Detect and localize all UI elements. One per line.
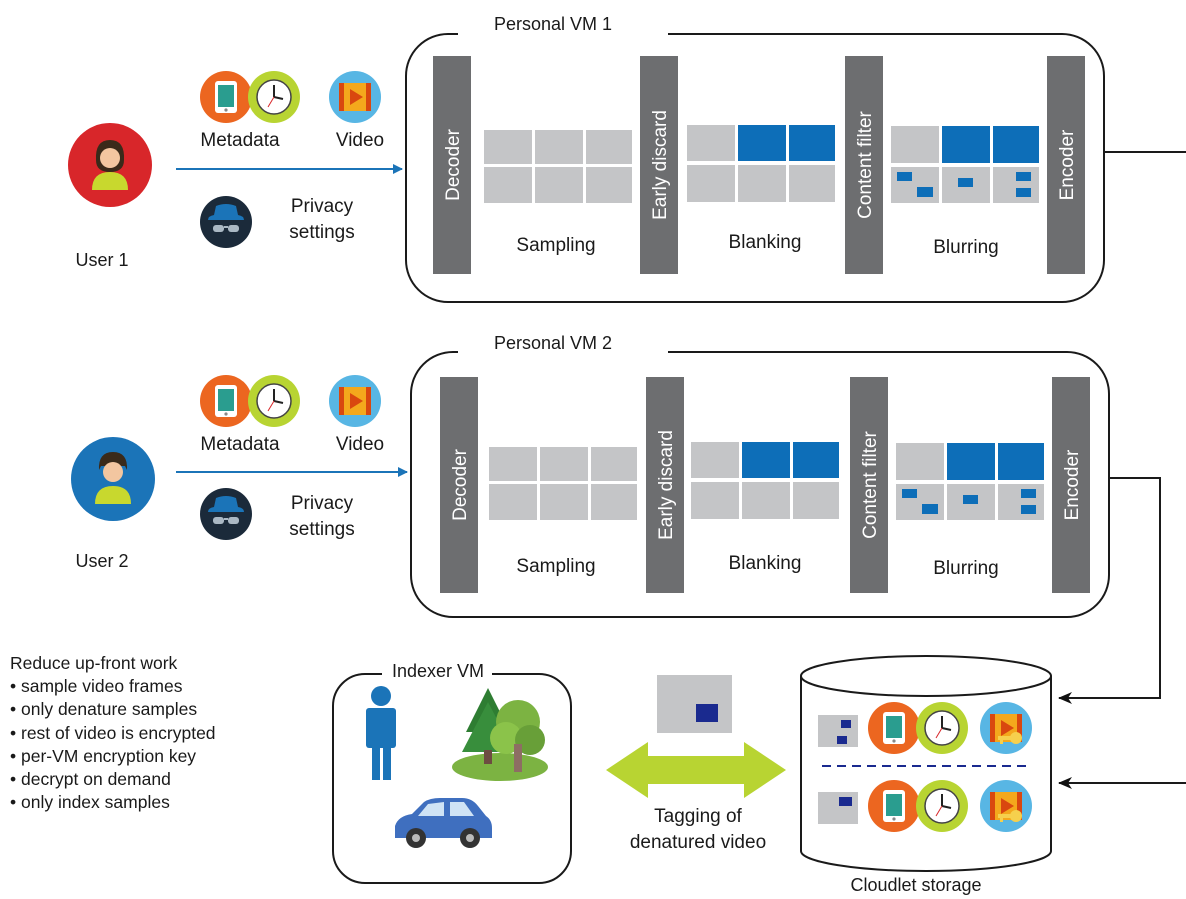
video-icon [329, 71, 381, 123]
tagging-label-line1: Tagging of [654, 806, 742, 827]
privacy-icon [199, 487, 253, 541]
cloudlet-storage: Cloudlet storage [800, 655, 1052, 895]
sampling-label: Sampling [516, 556, 595, 577]
blurring-frames [891, 126, 1039, 203]
clock-icon [915, 701, 969, 755]
sampling-frames [489, 447, 637, 520]
indexer-vm: Indexer VM [332, 660, 572, 884]
video-label: Video [336, 434, 384, 455]
user-2-label: User 2 [75, 551, 128, 571]
decoder-label: Decoder [450, 448, 471, 520]
car-icon [395, 798, 492, 848]
storage-label: Cloudlet storage [850, 875, 981, 895]
privacy-icon [199, 195, 253, 249]
notes-panel: Reduce up-front work • sample video fram… [10, 652, 310, 814]
privacy-label-line2: settings [289, 519, 354, 540]
storage-top [800, 655, 1052, 697]
early-discard-bar [646, 377, 684, 593]
video-label: Video [336, 130, 384, 151]
person-icon [366, 686, 396, 780]
user-1-avatar [68, 123, 152, 207]
privacy-label-line1: Privacy [291, 493, 354, 514]
decoder-bar [433, 56, 471, 274]
encrypted-video-icon [980, 780, 1032, 832]
early-discard-bar [640, 56, 678, 274]
early-discard-label: Early discard [650, 110, 671, 220]
notes-item: • per-VM encryption key [10, 745, 197, 766]
content-filter-label: Content filter [855, 110, 876, 218]
indexer-box [332, 673, 572, 884]
clock-icon [247, 374, 301, 428]
notes-item: • rest of video is encrypted [10, 722, 216, 743]
user-1-label: User 1 [75, 250, 128, 270]
encoder-label: Encoder [1057, 129, 1078, 200]
content-filter-bar [845, 56, 883, 274]
tablet-icon [200, 71, 252, 123]
blanking-label: Blanking [729, 553, 802, 574]
metadata-label: Metadata [200, 434, 280, 455]
personal-vm-2: User 2 Metadata Video Privacy settings P… [71, 333, 1161, 704]
blurring-label: Blurring [933, 237, 998, 258]
tagging-double-arrow [606, 742, 786, 798]
tagging-label-line2: denatured video [630, 832, 766, 853]
vm-title: Personal VM 1 [494, 14, 612, 34]
user-2-avatar [71, 437, 155, 521]
encoder-bar [1047, 56, 1085, 274]
encoder-label: Encoder [1062, 449, 1083, 520]
video-icon [329, 375, 381, 427]
clock-icon [247, 70, 301, 124]
tagging: Tagging of denatured video [606, 675, 786, 853]
sampling-frames [484, 130, 632, 203]
notes-title: Reduce up-front work [10, 653, 178, 673]
decoder-label: Decoder [443, 128, 464, 200]
tablet-icon [200, 375, 252, 427]
blanking-frames [691, 442, 839, 519]
vm-title: Personal VM 2 [494, 333, 612, 353]
output-connector [1058, 477, 1161, 704]
blanking-label: Blanking [729, 232, 802, 253]
notes-item: • only index samples [10, 792, 170, 813]
privacy-label-line1: Privacy [291, 196, 354, 217]
encrypted-video-icon [980, 702, 1032, 754]
personal-vm-1: User 1 Metadata Video Privacy settings P… [68, 14, 1186, 303]
notes-item: • decrypt on demand [10, 769, 171, 790]
tag-sample-frame [657, 675, 732, 733]
tag-sample-blur [696, 704, 718, 722]
indexer-title: Indexer VM [392, 661, 484, 681]
blurring-frames [896, 443, 1044, 520]
vm-box [410, 351, 1110, 618]
early-discard-label: Early discard [656, 430, 677, 540]
sampling-label: Sampling [516, 235, 595, 256]
notes-item: • sample video frames [10, 676, 183, 697]
blanking-frames [687, 125, 835, 202]
decoder-bar [440, 377, 478, 593]
notes-item: • only denature samples [10, 699, 198, 720]
metadata-label: Metadata [200, 130, 280, 151]
content-filter-label: Content filter [860, 430, 881, 538]
privacy-label-line2: settings [289, 222, 354, 243]
vm-box [405, 33, 1105, 303]
encoder-bar [1052, 377, 1090, 593]
tablet-icon [868, 780, 920, 832]
blurring-label: Blurring [933, 558, 998, 579]
trees-icon [452, 688, 548, 781]
clock-icon [915, 779, 969, 833]
tablet-icon [868, 702, 920, 754]
content-filter-bar [850, 377, 888, 593]
